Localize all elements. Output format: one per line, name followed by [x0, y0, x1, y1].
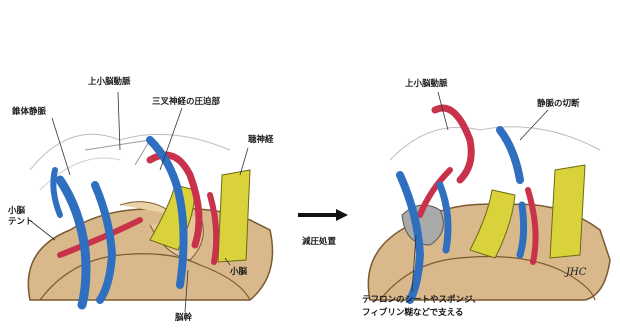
cut-vein-upper — [500, 130, 520, 180]
label-cerebellum: 小脳 — [230, 268, 247, 277]
label-support-note-line2: フィブリン糊などで支える — [362, 309, 463, 318]
label-support-note-line1: テフロンのシートやスポンジ、 — [362, 296, 481, 305]
auditory-nerve — [218, 170, 250, 262]
label-brainstem: 脳幹 — [175, 314, 192, 323]
label-petrosal-vein: 錐体静脈 — [12, 108, 46, 117]
cut-vein-lower — [520, 205, 524, 255]
artist-signature: JHC — [566, 268, 586, 278]
label-vein-transection: 静脈の切断 — [537, 100, 580, 109]
label-decompression: 減圧処置 — [302, 238, 336, 247]
label-superior-cerebellar-artery-right: 上小脳動脈 — [405, 80, 448, 89]
label-auditory-nerve: 聴神経 — [248, 136, 274, 145]
label-trigeminal-compression: 三叉神経の圧迫部 — [152, 98, 220, 107]
label-superior-cerebellar-artery-left: 上小脳動脈 — [88, 78, 131, 87]
arrow — [298, 209, 348, 221]
label-cerebellar-tentorium: 小脳 テント — [8, 206, 34, 228]
pre-op-illustration — [28, 92, 272, 312]
